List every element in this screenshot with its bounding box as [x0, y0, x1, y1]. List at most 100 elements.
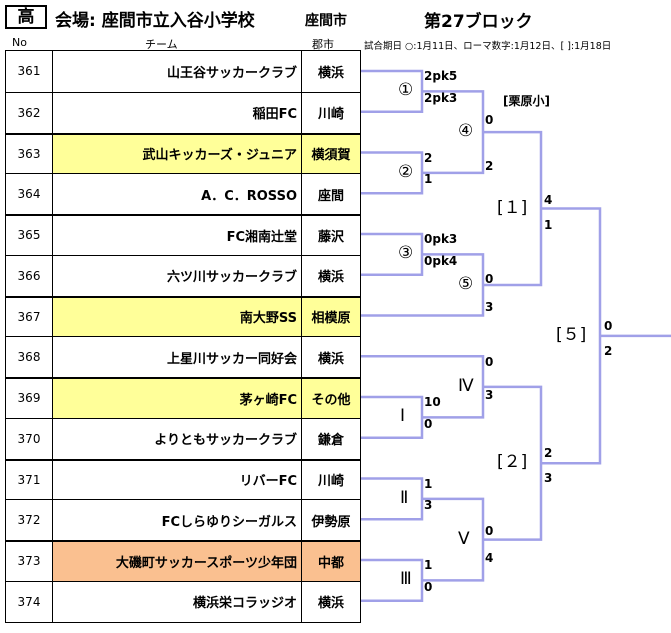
team-name: FC湘南辻堂 [53, 216, 302, 255]
b2-score-bottom: 3 [544, 471, 553, 486]
team-name: 上星川サッカー同好会 [53, 337, 302, 377]
team-city: その他 [302, 379, 360, 418]
team-name: よりともサッカークラブ [53, 418, 302, 459]
team-number: 365 [6, 216, 53, 255]
team-number: 364 [6, 174, 53, 214]
team-city: 横浜 [317, 351, 344, 367]
team-name: 茅ヶ崎FC [53, 379, 302, 418]
team-name: リバーFC [53, 460, 302, 500]
mIII-score-bottom: 0 [424, 579, 433, 594]
mIV-score-bottom: 3 [485, 387, 494, 402]
team-name: 稲田FC [53, 92, 302, 133]
team-number: 369 [6, 379, 53, 418]
team-name: 南大野SS [53, 297, 302, 337]
team-city: 座間 [317, 188, 344, 204]
m2-score-top: 2 [424, 150, 433, 165]
venue-title: 会場: 座間市立入谷小学校 [55, 11, 255, 31]
b5-label: [５] [556, 324, 587, 345]
mII-label: Ⅱ [400, 487, 409, 508]
team-city: 伊勢原 [311, 514, 351, 530]
team-city: 相模原 [302, 297, 360, 337]
b5-score-top: 0 [604, 318, 613, 333]
b1-label: [１] [497, 197, 528, 218]
schedule-note: 試合期日 ○:1月11日、ローマ数字:1月12日、[ ]:1月18日 [364, 41, 612, 52]
mV-label: Ⅴ [458, 528, 470, 549]
mI-label: Ⅰ [400, 406, 406, 427]
m2-label: ② [398, 161, 414, 182]
m3-score-top: 0pk3 [424, 232, 458, 246]
m3-label: ③ [398, 243, 414, 264]
m4-score-bottom: 2 [485, 158, 494, 173]
team-name: 山王谷サッカークラブ [53, 51, 302, 92]
team-city: 中都 [302, 542, 360, 581]
m1-score-bottom: 2pk3 [424, 90, 458, 105]
team-number: 373 [6, 542, 53, 581]
m1-label: ① [398, 80, 414, 101]
m5-label: ⑤ [458, 273, 474, 294]
team-name: 横浜栄コラッジオ [53, 581, 302, 622]
m3-score-bottom: 0pk4 [424, 253, 458, 268]
team-number: 366 [6, 255, 53, 296]
team-name: 武山キッカーズ・ジュニア [53, 134, 302, 174]
team-name: A．C．ROSSO [53, 174, 302, 214]
team-city: 横須賀 [302, 134, 360, 174]
team-number: 362 [6, 92, 53, 133]
m5-score-top: 0 [485, 271, 494, 286]
team-number: 361 [6, 51, 53, 92]
team-city: 横浜 [317, 596, 344, 612]
team-city: 横浜 [317, 65, 344, 81]
mI-score-bottom: 0 [424, 416, 433, 431]
mII-score-top: 1 [424, 476, 433, 491]
team-name: 六ツ川サッカークラブ [53, 255, 302, 296]
team-city: 鎌倉 [317, 433, 344, 449]
block-title: 第27ブロック [424, 12, 533, 32]
mIII-score-top: 1 [424, 558, 433, 572]
mIV-label: Ⅳ [458, 375, 474, 396]
team-city: 藤沢 [317, 229, 344, 245]
column-header-team: チーム [145, 38, 178, 51]
m2-score-bottom: 1 [424, 172, 433, 187]
team-number: 374 [6, 581, 53, 622]
team-city: 川崎 [317, 474, 344, 490]
team-number: 368 [6, 337, 53, 377]
team-number: 372 [6, 500, 53, 540]
team-number: 370 [6, 418, 53, 459]
m4-score-top: 0 [485, 113, 494, 128]
team-name: 大磯町サッカースポーツ少年団 [53, 542, 302, 581]
b5-score-bottom: 2 [604, 343, 613, 358]
column-header-city: 郡市 [312, 38, 334, 51]
mIII-line [361, 558, 424, 602]
mI-score-top: 10 [424, 395, 441, 409]
mV-score-top: 0 [485, 523, 494, 538]
team-city: 横浜 [317, 270, 344, 286]
team-city: 川崎 [317, 107, 344, 123]
mII-line [361, 477, 424, 521]
m4-venue: [栗原小] [503, 94, 550, 108]
column-header-no: No [12, 36, 27, 49]
host-city: 座間市 [305, 13, 347, 29]
mII-score-bottom: 3 [424, 498, 433, 513]
m1-score-top: 2pk5 [424, 69, 458, 83]
b1-score-bottom: 1 [544, 217, 553, 232]
m5-score-bottom: 3 [485, 299, 494, 314]
mIII-label: Ⅲ [400, 569, 412, 590]
mI-line [361, 395, 424, 439]
mV-score-bottom: 4 [485, 550, 494, 565]
b2-label: [２] [497, 452, 528, 473]
b2-score-top: 2 [544, 446, 553, 461]
